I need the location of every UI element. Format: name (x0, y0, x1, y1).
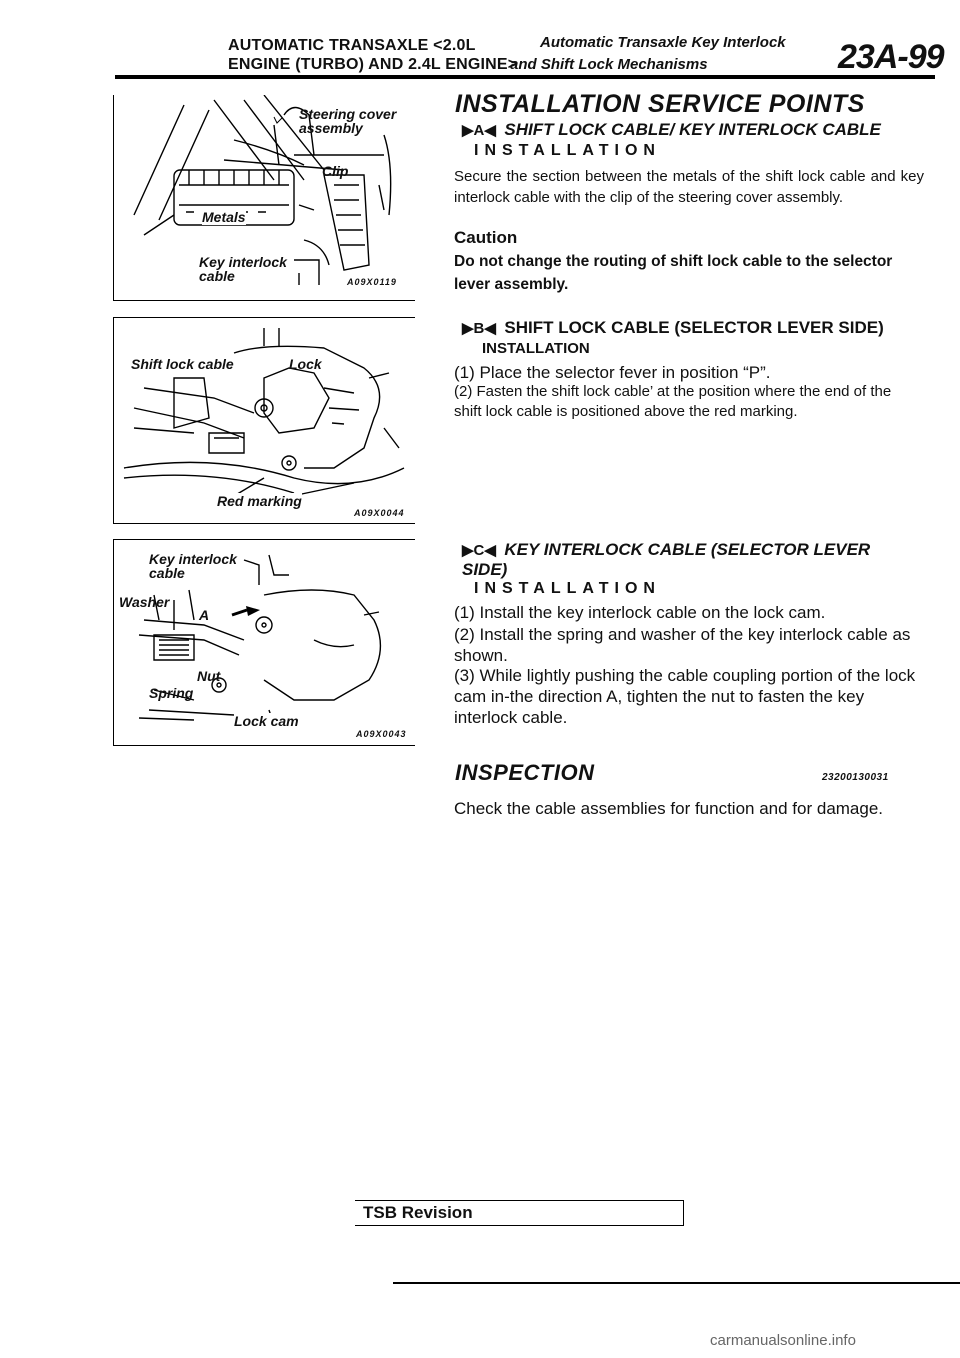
header-title-2: and Shift Lock Mechanisms (510, 56, 708, 73)
caution-text: Do not change the routing of shift lock … (454, 253, 893, 293)
label-lock: Lock (289, 356, 322, 372)
inspection-title: INSPECTION (455, 760, 595, 785)
label-lock-cam: Lock cam (234, 713, 299, 729)
label-metals: Metals (202, 209, 246, 225)
section-a-subtitle: INSTALLATION (474, 142, 661, 159)
figure-code-2: A09X0044 (354, 508, 405, 518)
figure-code-1: A09X0119 (347, 277, 397, 287)
label-spring: Spring (149, 685, 194, 701)
label-key-interlock: Key interlock cable (199, 254, 287, 284)
label-steering-cover: Steering cover assembly (299, 106, 397, 136)
label-nut: Nut (197, 668, 221, 684)
inspection-text: Check the cable assemblies for function … (454, 799, 884, 818)
section-a-title: SHIFT LOCK CABLE/ KEY INTERLOCK CABLE (504, 120, 881, 139)
label-red-marking: Red marking (217, 493, 302, 509)
section-title: INSTALLATION SERVICE POINTS (455, 90, 865, 118)
figure-column: Steering cover assembly Clip Metals Key … (113, 95, 416, 746)
figure-code-3: A09X0043 (356, 729, 407, 739)
section-c-step-2: (2) Install the spring and washer of the… (454, 625, 911, 665)
label-shift-lock-cable: Shift lock cable (131, 356, 234, 372)
label-clip: Clip (322, 163, 349, 179)
section-c-title: KEY INTERLOCK CABLE (SELECTOR LEVER SIDE… (462, 540, 871, 579)
section-a-text: Secure the section between the metals of… (454, 168, 924, 206)
header-line-2: ENGINE (TURBO) AND 2.4L ENGINE> (228, 56, 518, 73)
marker-b: ▶B◀ (462, 320, 496, 337)
page-number: 23A-99 (838, 38, 945, 76)
header-line-1: AUTOMATIC TRANSAXLE <2.0L (228, 37, 476, 54)
section-b-step-1: (1) Place the selector fever in position… (454, 363, 771, 382)
marker-a: ▶A◀ (462, 122, 496, 139)
marker-c: ▶C◀ (462, 542, 496, 559)
label-a: A (199, 607, 210, 623)
watermark: carmanualsonline.info (710, 1332, 856, 1349)
section-c-step-3: (3) While lightly pushing the cable coup… (454, 666, 916, 727)
caution-label: Caution (454, 228, 518, 247)
key-interlock-illustration (138, 554, 382, 726)
header-rule (115, 75, 935, 79)
section-b-subtitle: INSTALLATION (482, 340, 590, 357)
figure-steering-cover: Steering cover assembly Clip Metals Key … (113, 95, 415, 301)
section-c-step-1: (1) Install the key interlock cable on t… (454, 603, 826, 622)
section-b-title: SHIFT LOCK CABLE (SELECTOR LEVER SIDE) (504, 318, 884, 337)
figure-shift-lock: Shift lock cable Lock Red marking A09X00… (113, 317, 415, 524)
section-b-step-2: (2) Fasten the shift lock cable’ at the … (454, 383, 892, 420)
label-washer: Washer (119, 594, 170, 610)
tsb-revision-box: TSB Revision (355, 1200, 684, 1226)
footer-rule (393, 1282, 960, 1284)
label-key-interlock-cable: Key interlock cable (149, 551, 237, 581)
inspection-code: 23200130031 (822, 772, 889, 783)
section-c-subtitle: INSTALLATION (474, 580, 661, 597)
header-title-1: Automatic Transaxle Key Interlock (540, 34, 786, 51)
figure-key-interlock: Key interlock cable Washer A Nut Spring … (113, 539, 415, 746)
